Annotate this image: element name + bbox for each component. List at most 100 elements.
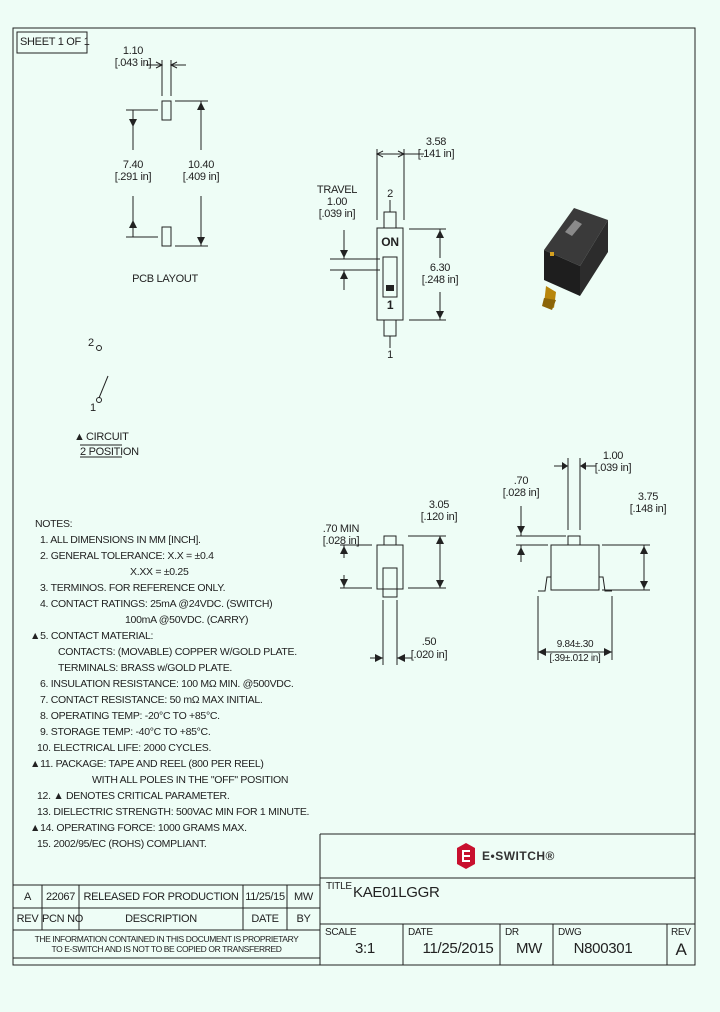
note-line: 6. INSULATION RESISTANCE: 100 MΩ MIN. @5… xyxy=(40,678,294,690)
note-line: 4. CONTACT RATINGS: 25mA @24VDC. (SWITCH… xyxy=(40,598,273,610)
arrow xyxy=(436,580,444,588)
front-height: 3.05 xyxy=(428,499,450,511)
travel-label: TRAVEL xyxy=(316,184,358,196)
dwg-label: DWG xyxy=(558,927,582,938)
note-line: 10. ELECTRICAL LIFE: 2000 CYCLES. xyxy=(37,742,212,754)
note-line: 12. ▲ DENOTES CRITICAL PARAMETER. xyxy=(37,790,230,802)
date-label: DATE xyxy=(408,927,433,938)
front-height-in: [.120 in] xyxy=(420,511,458,523)
note-line: ▲11. PACKAGE: TAPE AND REEL (800 PER REE… xyxy=(30,758,264,770)
arrow xyxy=(340,579,348,587)
side-height: 6.30 xyxy=(429,262,451,274)
end-act-height-in: [.028 in] xyxy=(502,487,540,499)
arrow xyxy=(517,526,525,534)
title-block-lines xyxy=(319,833,695,965)
arrow xyxy=(340,546,348,554)
front-lead: .50 xyxy=(421,636,437,648)
front-dim-min-in: [.028 in] xyxy=(322,535,360,547)
arrow xyxy=(375,654,383,662)
end-height: 3.75 xyxy=(637,491,659,503)
arrow xyxy=(538,648,546,656)
note-line: 8. OPERATING TEMP: -20°C TO +85°C. xyxy=(40,710,220,722)
revision-table-lines xyxy=(13,884,320,959)
arrow xyxy=(604,648,612,656)
arrow xyxy=(436,536,444,544)
on-marking: ON xyxy=(381,235,399,249)
rev-label: REV xyxy=(671,927,691,938)
note-line: CONTACTS: (MOVABLE) COPPER W/GOLD PLATE. xyxy=(58,646,297,658)
description-header: DESCRIPTION xyxy=(125,913,197,925)
title-label: TITLE xyxy=(326,881,352,892)
sheet-label-box xyxy=(16,31,88,54)
arrow xyxy=(580,462,586,470)
pcn-value: 22067 xyxy=(45,891,76,903)
note-line: 15. 2002/95/EC (ROHS) COMPLIANT. xyxy=(37,838,207,850)
note-line: ▲14. OPERATING FORCE: 1000 GRAMS MAX. xyxy=(30,822,247,834)
arrow xyxy=(340,250,348,258)
by-header: BY xyxy=(296,913,311,925)
pcn-header: PCN NO xyxy=(42,913,83,925)
arrow xyxy=(340,271,348,279)
pcb-dim-mid: 7.40 xyxy=(122,159,144,171)
date-header: DATE xyxy=(251,913,279,925)
pcb-dim-outer-in: [.409 in] xyxy=(182,171,220,183)
drawing-number: N800301 xyxy=(573,940,633,957)
critical-marker: ▲ xyxy=(74,431,85,443)
position-marking: 1 xyxy=(386,298,394,312)
end-top-width: 1.00 xyxy=(602,450,624,462)
pcb-dim-top-in: [.043 in] xyxy=(114,57,152,69)
end-top-width-in: [.039 in] xyxy=(594,462,632,474)
travel-value: 1.00 xyxy=(326,196,348,208)
drawn-by: MW xyxy=(515,940,543,957)
note-line: 2. GENERAL TOLERANCE: X.X = ±0.4 xyxy=(40,550,214,562)
arrow xyxy=(197,237,205,245)
arrow xyxy=(197,102,205,110)
note-line: 7. CONTACT RESISTANCE: 50 mΩ MAX INITIAL… xyxy=(40,694,263,706)
revision-letter: A xyxy=(675,940,687,959)
pcb-layout-geometry xyxy=(126,60,208,247)
arrow xyxy=(397,654,405,662)
proprietary-line-2: TO E-SWITCH AND IS NOT TO BE COPIED OR T… xyxy=(51,944,282,954)
note-line: 13. DIELECTRIC STRENGTH: 500VAC MIN FOR … xyxy=(37,806,310,818)
dr-label: DR xyxy=(505,927,519,938)
end-span-in: [.39±.012 in] xyxy=(549,653,601,664)
note-line: 9. STORAGE TEMP: -40°C TO +85°C. xyxy=(40,726,211,738)
rev-value: A xyxy=(23,891,32,903)
circuit-subtitle: 2 POSITION xyxy=(80,446,139,458)
product-3d-render xyxy=(542,208,608,310)
side-width-in: [.141 in] xyxy=(417,148,455,160)
by-value: MW xyxy=(294,891,313,903)
note-line: WITH ALL POLES IN THE "OFF" POSITION xyxy=(92,774,289,786)
circuit-symbol xyxy=(96,345,109,403)
part-number-title: KAE01LGGR xyxy=(353,884,440,901)
pin-top-label: 2 xyxy=(387,188,393,200)
sheet-label: SHEET 1 OF 1 xyxy=(20,36,90,48)
front-lead-in: [.020 in] xyxy=(410,649,448,661)
circuit-title: CIRCUIT xyxy=(86,431,129,443)
arrow xyxy=(436,311,444,319)
note-line: 3. TERMINOS. FOR REFERENCE ONLY. xyxy=(40,582,226,594)
circuit-pin-2: 2 xyxy=(88,337,94,349)
note-line: TERMINALS: BRASS w/GOLD PLATE. xyxy=(58,662,233,674)
arrow xyxy=(640,581,648,589)
arrow xyxy=(562,462,568,470)
arrow xyxy=(129,119,137,127)
arrow xyxy=(129,220,137,228)
description-value: RELEASED FOR PRODUCTION xyxy=(83,891,239,903)
front-dim-min: .70 MIN xyxy=(322,523,360,535)
note-line: 100mA @50VDC. (CARRY) xyxy=(125,614,249,626)
end-span: 9.84±.30 xyxy=(556,639,594,650)
note-line: X.XX = ±0.25 xyxy=(130,566,189,578)
scale-value: 3:1 xyxy=(355,940,375,957)
e-switch-logo-mark xyxy=(457,843,475,869)
note-line: ▲5. CONTACT MATERIAL: xyxy=(30,630,154,642)
sheet-border xyxy=(12,27,696,966)
proprietary-line-1: THE INFORMATION CONTAINED IN THIS DOCUME… xyxy=(34,934,299,944)
side-height-in: [.248 in] xyxy=(421,274,459,286)
pin-bottom-label: 1 xyxy=(387,349,393,361)
company-logo: E•SWITCH® xyxy=(482,849,555,863)
arrow xyxy=(436,230,444,238)
pcb-layout-label: PCB LAYOUT xyxy=(132,273,198,285)
arrow xyxy=(517,547,525,555)
